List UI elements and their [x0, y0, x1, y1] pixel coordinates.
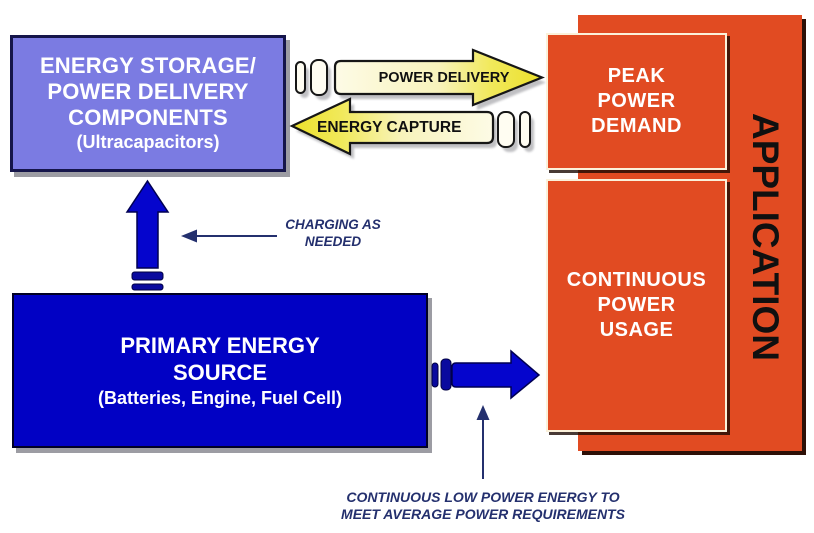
storage-box-label-line1: ENERGY STORAGE/ [39, 53, 257, 78]
primary-box-subtitle: (Batteries, Engine, Fuel Cell) [97, 387, 343, 408]
continuous-note-line1: CONTINUOUS LOW POWER ENERGY TO [346, 489, 620, 505]
charging-arrow-dash-1 [131, 271, 164, 281]
continuous-box-label-line2: POWER [597, 294, 676, 316]
power-delivery-arrow [333, 48, 545, 107]
continuous-box-label-line3: USAGE [599, 319, 674, 341]
energy-capture-pill-small [519, 111, 531, 148]
charging-arrow-dash-2 [131, 283, 164, 291]
energy-storage-box: ENERGY STORAGE/ POWER DELIVERY COMPONENT… [10, 35, 286, 172]
charging-note-line2: NEEDED [304, 234, 362, 249]
peak-box-label-line2: POWER [597, 90, 676, 112]
power-delivery-pill-small [295, 61, 306, 94]
primary-box-label-line2: SOURCE [172, 359, 268, 385]
continuous-arrow-dash-2 [440, 358, 452, 391]
energy-capture-pill-large [497, 111, 515, 148]
continuous-note-arrowhead-icon [476, 405, 490, 420]
peak-power-demand-box: PEAK POWER DEMAND [546, 33, 727, 170]
energy-capture-arrow [289, 97, 495, 156]
charging-note-arrowhead-icon [181, 229, 197, 243]
storage-box-label-line2: POWER DELIVERY [47, 79, 249, 104]
primary-energy-source-box: PRIMARY ENERGY SOURCE (Batteries, Engine… [12, 293, 428, 448]
peak-box-label-line3: DEMAND [591, 115, 682, 137]
charging-as-needed-note: CHARGING AS NEEDED [272, 216, 394, 250]
storage-box-subtitle: (Ultracapacitors) [76, 132, 220, 152]
primary-box-label-line1: PRIMARY ENERGY [120, 332, 320, 358]
energy-capture-label: ENERGY CAPTURE [317, 119, 462, 136]
charging-up-arrow [125, 179, 170, 269]
continuous-flow-arrow [451, 349, 541, 400]
peak-box-label-line1: PEAK [607, 65, 666, 87]
continuous-box-label-line1: CONTINUOUS [566, 269, 707, 291]
storage-box-label-line3: COMPONENTS [68, 105, 228, 130]
continuous-arrow-dash-1 [431, 362, 439, 388]
charging-note-line1: CHARGING AS [285, 217, 381, 232]
power-delivery-label: POWER DELIVERY [378, 70, 510, 86]
continuous-low-power-note: CONTINUOUS LOW POWER ENERGY TO MEET AVER… [330, 489, 636, 523]
continuous-note-line2: MEET AVERAGE POWER REQUIREMENTS [341, 506, 625, 522]
power-delivery-pill-large [310, 59, 328, 96]
continuous-power-usage-box: CONTINUOUS POWER USAGE [546, 179, 727, 432]
